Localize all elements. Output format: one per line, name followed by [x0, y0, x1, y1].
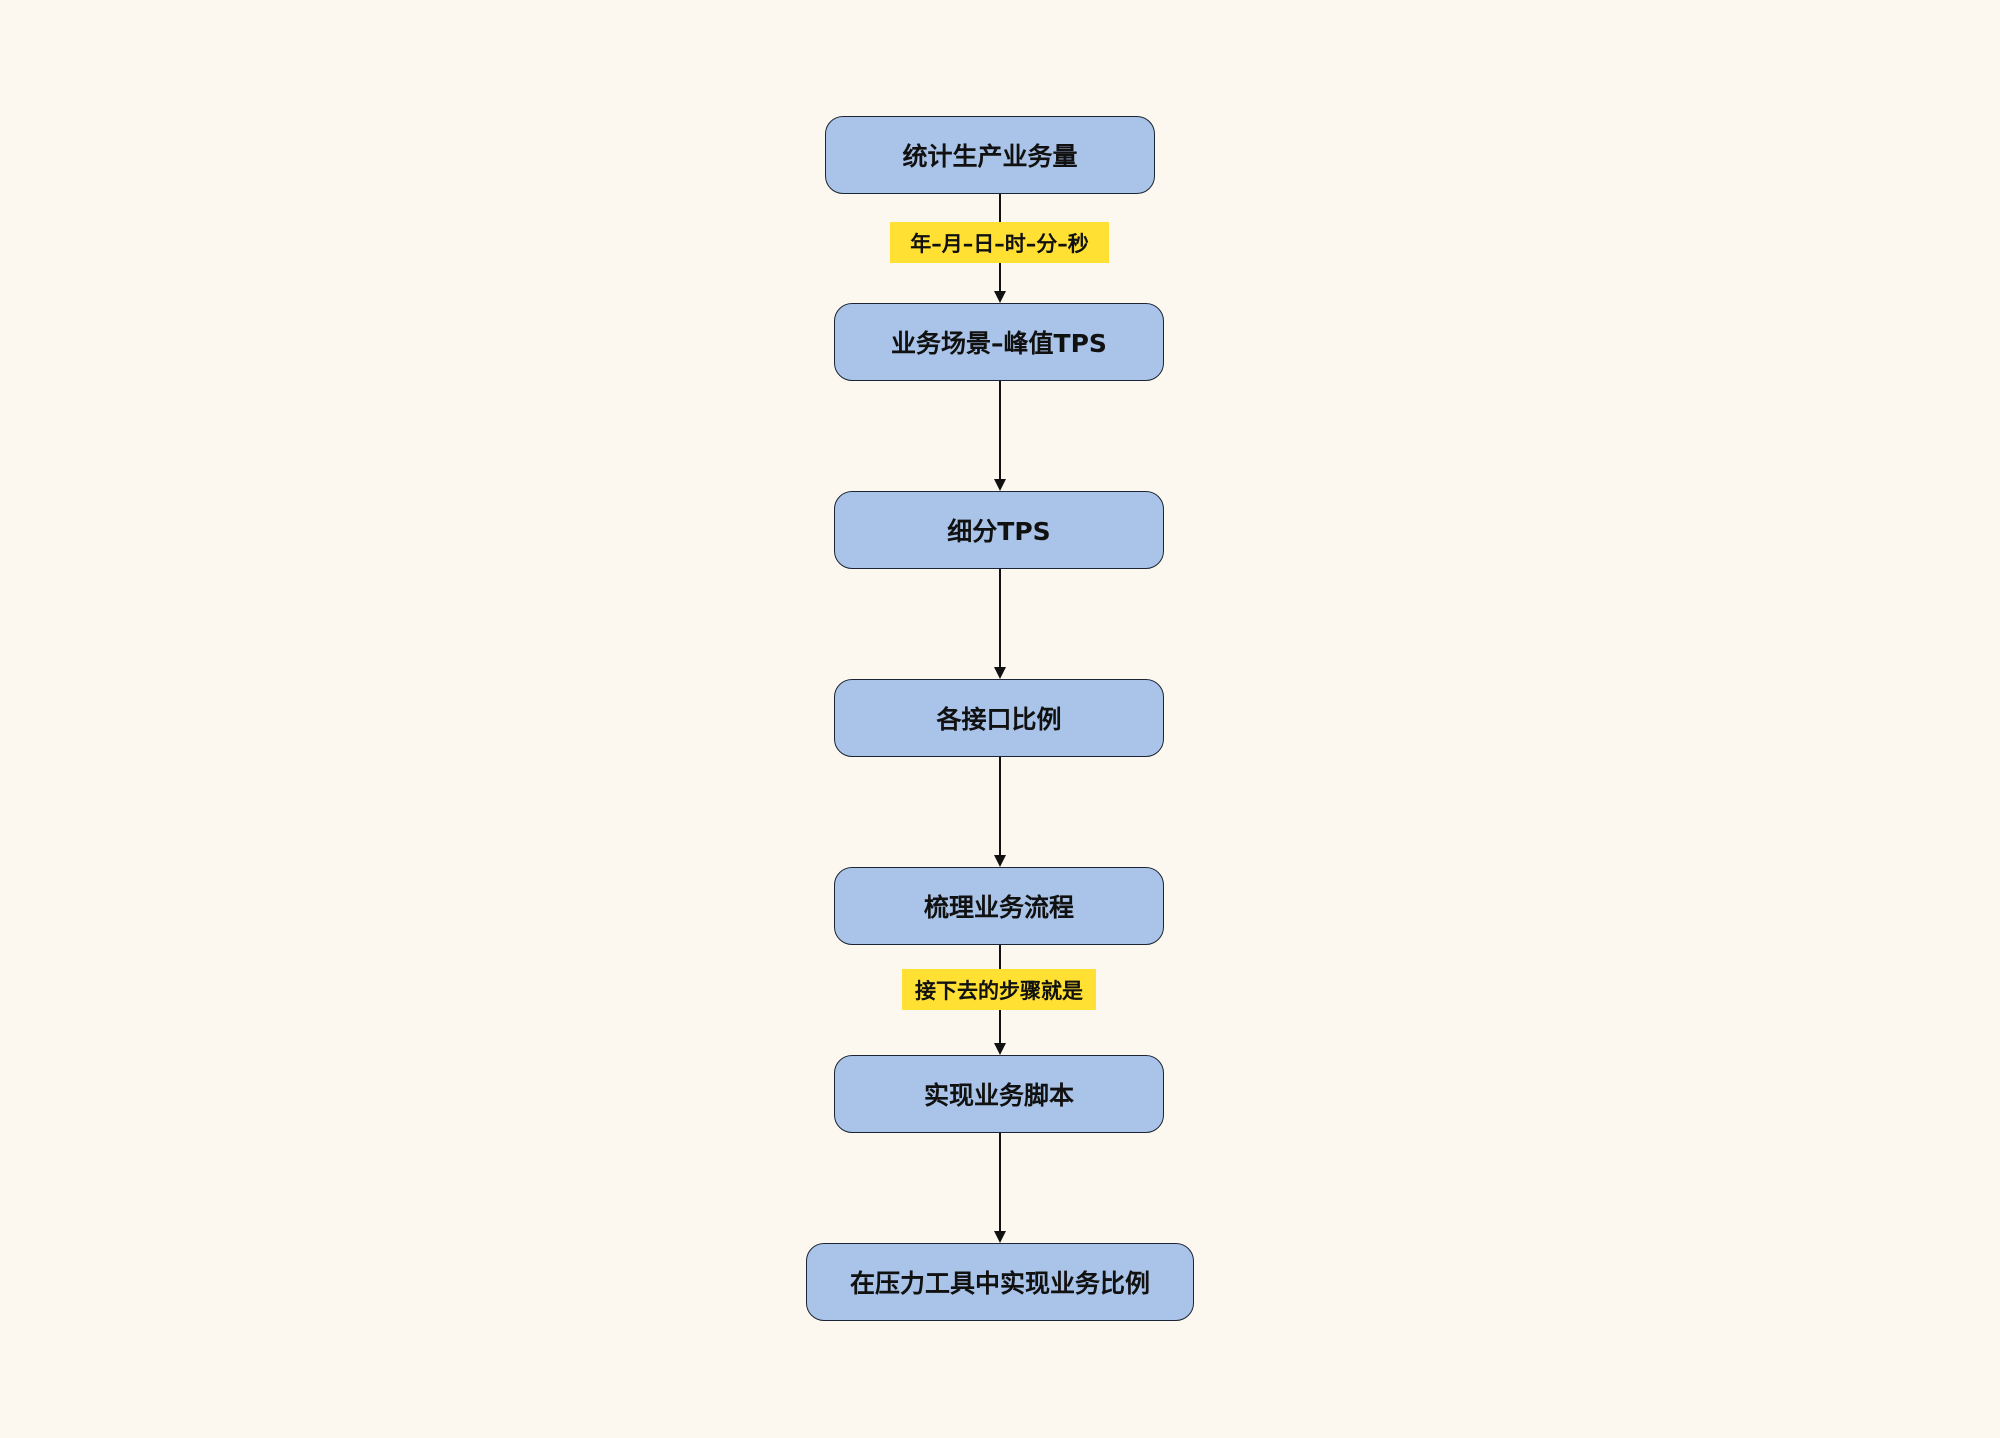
node-business-script: 实现业务脚本 [834, 1055, 1164, 1133]
node-business-process: 梳理业务流程 [834, 867, 1164, 945]
node-split-tps: 细分TPS [834, 491, 1164, 569]
node-peak-tps: 业务场景–峰值TPS [834, 303, 1164, 381]
edge-label-time-granularity: 年–月–日–时–分–秒 [890, 222, 1109, 263]
edge-label-next-step: 接下去的步骤就是 [902, 969, 1096, 1010]
node-load-tool-ratio: 在压力工具中实现业务比例 [806, 1243, 1194, 1321]
node-interface-ratio: 各接口比例 [834, 679, 1164, 757]
node-production-volume: 统计生产业务量 [825, 116, 1155, 194]
